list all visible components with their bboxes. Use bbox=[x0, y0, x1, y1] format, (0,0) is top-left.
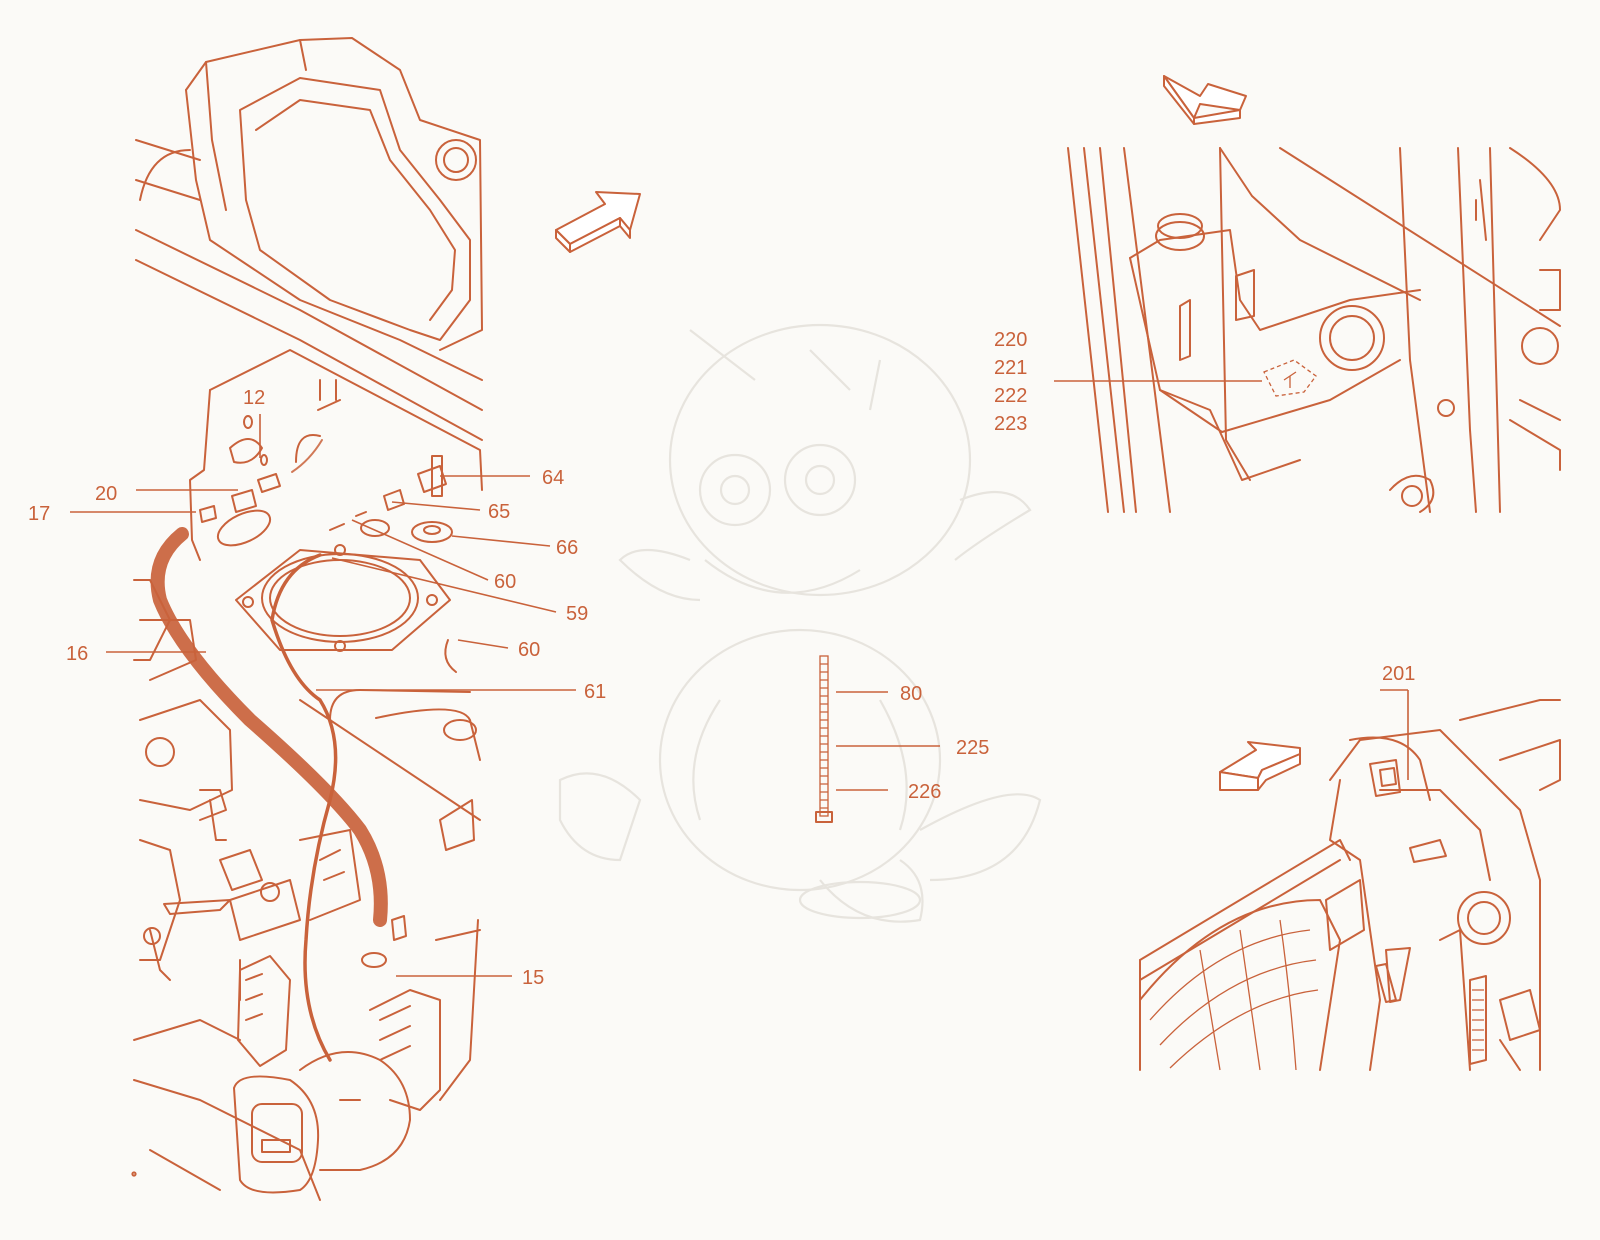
callout-17: 17 bbox=[28, 503, 50, 525]
callout-80: 80 bbox=[900, 683, 922, 705]
callout-223: 223 bbox=[994, 413, 1027, 435]
callout-61: 61 bbox=[584, 681, 606, 703]
left-panel-drawing bbox=[131, 37, 483, 1201]
callout-16: 16 bbox=[66, 643, 88, 665]
callout-65: 65 bbox=[488, 501, 510, 523]
baby-dragon-watermark bbox=[558, 323, 1042, 923]
callout-59: 59 bbox=[566, 603, 588, 625]
callout-64: 64 bbox=[542, 467, 564, 489]
view-direction-arrow-icon bbox=[1163, 75, 1247, 125]
callout-220: 220 bbox=[994, 329, 1027, 351]
callout-15: 15 bbox=[522, 967, 544, 989]
cable-tie-part bbox=[815, 655, 833, 823]
callout-60: 60 bbox=[494, 571, 516, 593]
bottom-right-panel-drawing bbox=[1139, 699, 1561, 1071]
leader-lines bbox=[70, 380, 1409, 977]
view-direction-arrow-icon bbox=[555, 191, 641, 253]
callout-66: 66 bbox=[556, 537, 578, 559]
callout-222: 222 bbox=[994, 385, 1027, 407]
view-direction-arrow-icon bbox=[1219, 741, 1301, 791]
top-right-panel-drawing bbox=[1067, 147, 1561, 513]
callout-221: 221 bbox=[994, 357, 1027, 379]
callout-225: 225 bbox=[956, 737, 989, 759]
callout-60-lower: 60 bbox=[518, 639, 540, 661]
callout-20: 20 bbox=[95, 483, 117, 505]
callout-226: 226 bbox=[908, 781, 941, 803]
callout-12: 12 bbox=[243, 387, 265, 409]
callout-201: 201 bbox=[1382, 663, 1415, 685]
